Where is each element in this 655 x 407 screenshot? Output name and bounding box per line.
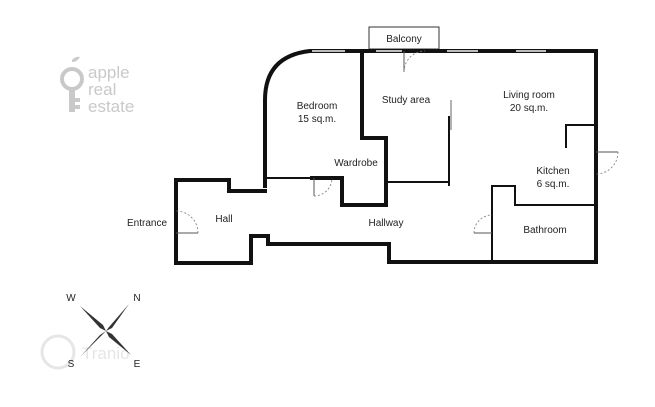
room-label-hall: Hall (215, 214, 232, 225)
tranio-watermark: Tranio (40, 334, 130, 370)
door-entrance (175, 210, 199, 234)
compass-needle-icon (80, 304, 131, 357)
logo-line-2: real (88, 80, 116, 99)
outer-wall-bottom (174, 178, 598, 265)
room-area-bedroom: 15 sq.m. (298, 114, 336, 125)
watermark-circle-icon (40, 334, 76, 370)
room-label-balcony: Balcony (386, 34, 422, 45)
apple-logo-icon (60, 56, 84, 112)
room-label-bathroom: Bathroom (523, 225, 566, 236)
compass-label-n: N (133, 293, 140, 304)
wall-bathroom-top (491, 185, 597, 206)
compass: W N S E (66, 293, 140, 370)
logo-line-1: apple (88, 63, 130, 82)
door-balcony (403, 50, 426, 73)
room-label-wardrobe: Wardrobe (334, 158, 378, 169)
room-label-study: Study area (382, 95, 431, 106)
room-label-hallway: Hallway (368, 218, 403, 229)
compass-label-s: S (68, 359, 75, 370)
room-label-kitchen: Kitchen (536, 166, 569, 177)
room-area-living: 20 sq.m. (510, 103, 548, 114)
outer-wall-top (263, 49, 598, 264)
wall-study-partition (385, 116, 450, 183)
door-bathroom (473, 214, 493, 234)
room-label-bedroom: Bedroom (297, 101, 338, 112)
wall-kitchen-nook (565, 124, 597, 148)
compass-label-w: W (66, 293, 76, 304)
logo-line-3: estate (88, 97, 134, 116)
compass-label-e: E (134, 359, 141, 370)
room-label-living: Living room (503, 90, 555, 101)
door-wardrobe (313, 177, 333, 197)
watermark-text: Tranio (82, 344, 130, 363)
door-kitchen (595, 151, 619, 175)
wall-wardrobe (310, 176, 388, 207)
wall-bedroom-study (360, 49, 388, 184)
apple-real-estate-logo: apple real estate (60, 56, 134, 116)
room-label-entrance: Entrance (127, 218, 167, 229)
room-area-kitchen: 6 sq.m. (537, 179, 570, 190)
